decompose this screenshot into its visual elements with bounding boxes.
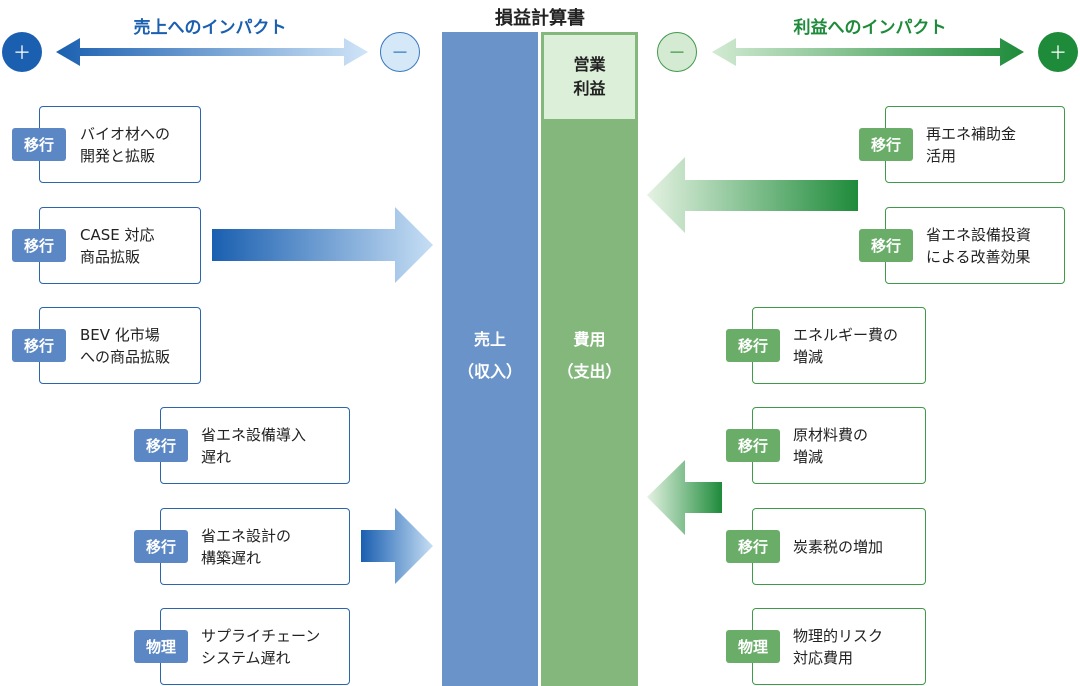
right-item-2-text: 省エネ設備投資 による改善効果 bbox=[926, 225, 1032, 266]
sales-decrease-arrow bbox=[361, 508, 433, 584]
sales-increase-arrow bbox=[212, 207, 433, 283]
left-header: 売上へのインパクト bbox=[133, 18, 287, 38]
left-item-6-text: サプライチェーン システム遅れ bbox=[201, 626, 321, 667]
left-item-3-tag: 移行 bbox=[12, 329, 66, 362]
page-title: 損益計算書 bbox=[495, 8, 585, 29]
right-item-1-text: 再エネ補助金 活用 bbox=[926, 124, 1017, 165]
left-item-3-text: BEV 化市場 への商品拡販 bbox=[80, 325, 171, 366]
left-item-2: CASE 対応 商品拡販 bbox=[39, 207, 201, 284]
operating-profit-box: 営業 利益 bbox=[544, 35, 635, 119]
profit-increase-arrow bbox=[647, 157, 858, 233]
cost-label: 費用 bbox=[573, 330, 606, 349]
left-item-2-tag: 移行 bbox=[12, 229, 66, 262]
right-item-4-text: 原材料費の 増減 bbox=[793, 425, 869, 466]
cost-sub-label: （支出） bbox=[557, 362, 622, 381]
sales-column: 売上 （収入） bbox=[442, 32, 538, 686]
minus-icon-left: － bbox=[380, 32, 420, 72]
left-item-5-tag: 移行 bbox=[134, 530, 188, 563]
plus-icon-left: ＋ bbox=[2, 32, 42, 72]
right-item-3-tag: 移行 bbox=[726, 329, 780, 362]
right-item-5-text: 炭素税の増加 bbox=[793, 537, 884, 556]
right-item-1: 再エネ補助金 活用 bbox=[885, 106, 1065, 183]
operating-profit-label-2: 利益 bbox=[573, 79, 606, 98]
profit-decrease-arrow bbox=[647, 460, 722, 535]
right-item-6-text: 物理的リスク 対応費用 bbox=[793, 626, 884, 667]
sales-label: 売上 bbox=[473, 330, 506, 349]
left-item-6-tag: 物理 bbox=[134, 630, 188, 663]
right-item-6-tag: 物理 bbox=[726, 630, 780, 663]
left-item-4-text: 省エネ設備導入 遅れ bbox=[201, 425, 307, 466]
left-item-2-text: CASE 対応 商品拡販 bbox=[80, 225, 155, 266]
minus-icon-right: － bbox=[657, 32, 697, 72]
right-item-3-text: エネルギー費の 増減 bbox=[793, 325, 899, 366]
right-item-5-tag: 移行 bbox=[726, 530, 780, 563]
right-item-6: 物理的リスク 対応費用 bbox=[752, 608, 926, 685]
right-header: 利益へのインパクト bbox=[793, 18, 947, 38]
right-item-5: 炭素税の増加 bbox=[752, 508, 926, 585]
plus-icon-right: ＋ bbox=[1038, 32, 1078, 72]
left-item-6: サプライチェーン システム遅れ bbox=[160, 608, 350, 685]
right-item-4-tag: 移行 bbox=[726, 429, 780, 462]
left-item-5: 省エネ設計の 構築遅れ bbox=[160, 508, 350, 585]
left-item-3: BEV 化市場 への商品拡販 bbox=[39, 307, 201, 384]
right-item-3: エネルギー費の 増減 bbox=[752, 307, 926, 384]
left-item-4: 省エネ設備導入 遅れ bbox=[160, 407, 350, 484]
sales-sub-label: （収入） bbox=[457, 362, 522, 381]
left-item-4-tag: 移行 bbox=[134, 429, 188, 462]
cost-column: 営業 利益 費用 （支出） bbox=[541, 32, 638, 686]
left-item-1-tag: 移行 bbox=[12, 128, 66, 161]
right-item-2: 省エネ設備投資 による改善効果 bbox=[885, 207, 1065, 284]
left-item-5-text: 省エネ設計の 構築遅れ bbox=[201, 526, 292, 567]
left-item-1-text: バイオ材への 開発と拡販 bbox=[80, 124, 171, 165]
right-item-2-tag: 移行 bbox=[859, 229, 913, 262]
right-item-1-tag: 移行 bbox=[859, 128, 913, 161]
right-item-4: 原材料費の 増減 bbox=[752, 407, 926, 484]
right-impact-double-arrow bbox=[712, 38, 1024, 66]
operating-profit-label-1: 営業 bbox=[573, 55, 606, 74]
left-impact-double-arrow bbox=[56, 38, 368, 66]
left-item-1: バイオ材への 開発と拡販 bbox=[39, 106, 201, 183]
